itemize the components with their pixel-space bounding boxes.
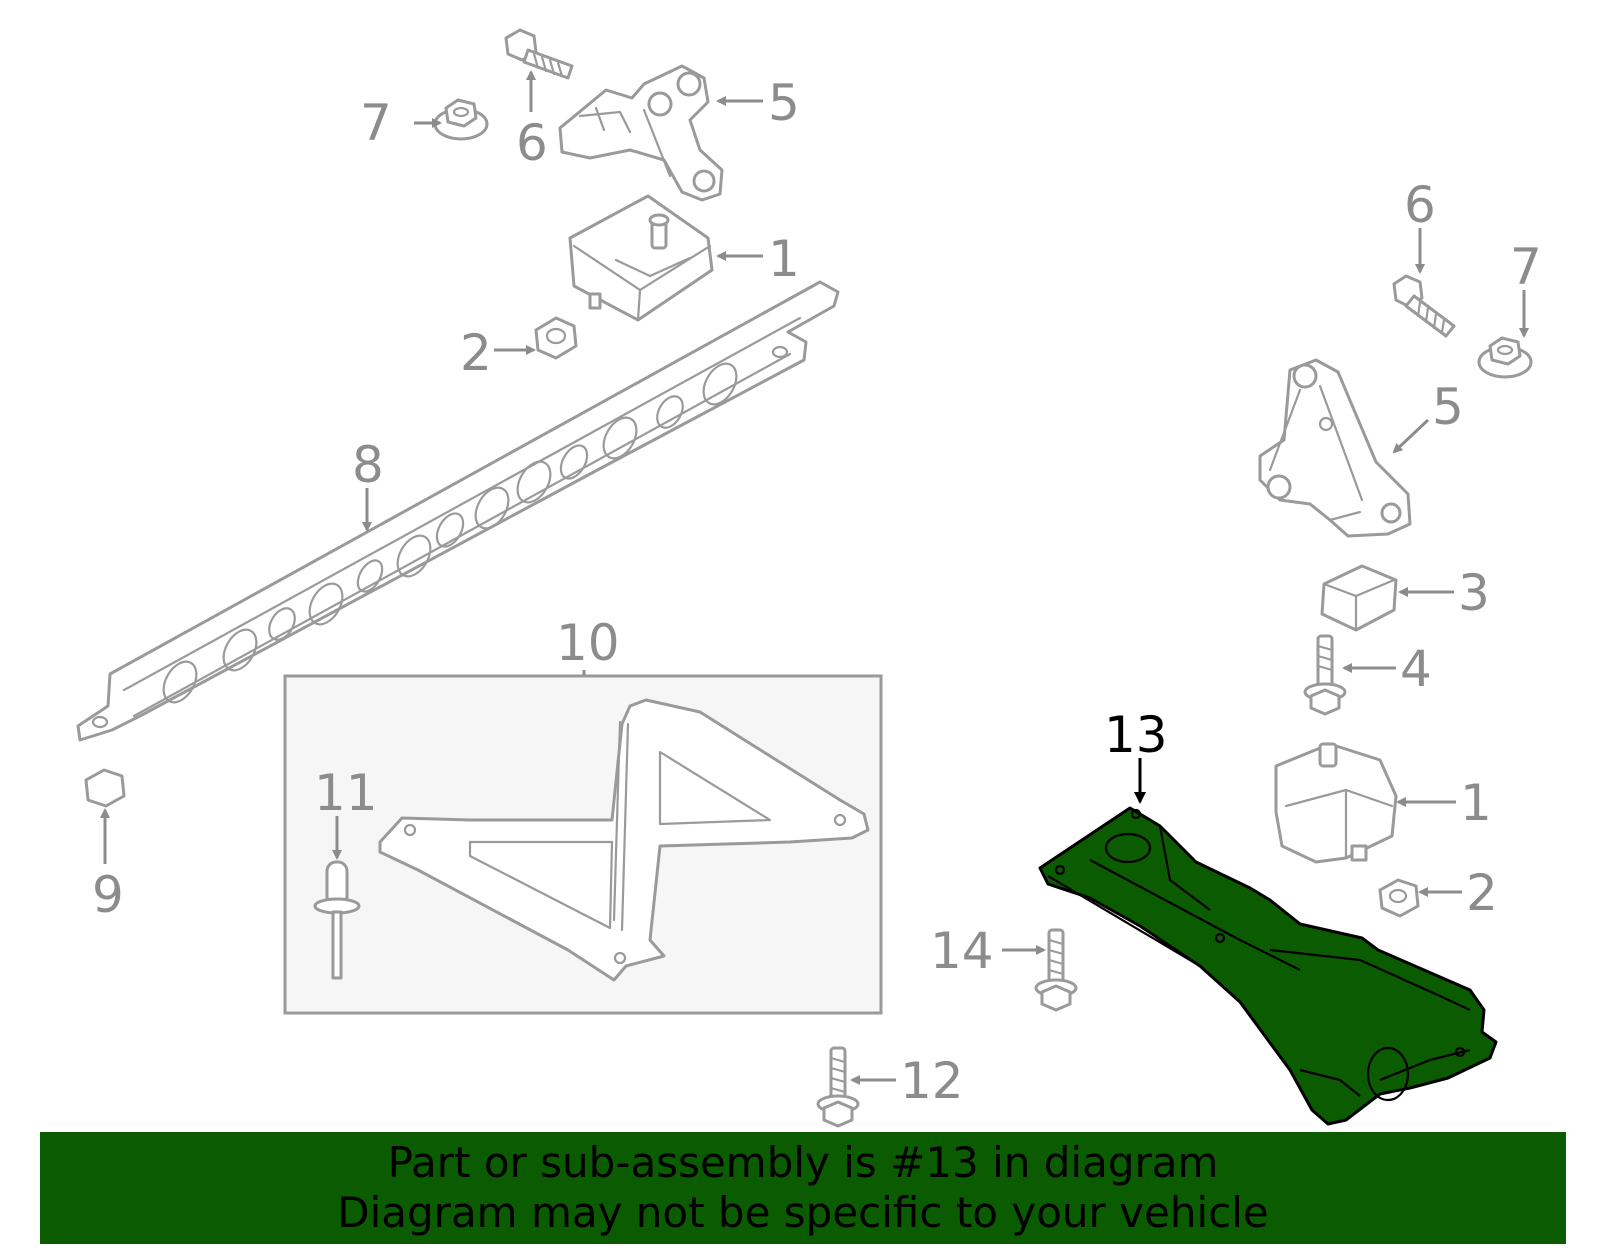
callout-9: 9: [92, 866, 124, 924]
nut-2-upper-left: [534, 316, 578, 360]
callout-7-right: 7: [1510, 238, 1542, 296]
nut-7-right: [1477, 336, 1533, 379]
crossmember-bar-8: [76, 280, 840, 742]
callout-3: 3: [1458, 564, 1490, 622]
callout-14: 14: [930, 922, 994, 980]
callout-1-right: 1: [1460, 774, 1492, 832]
bolt-6-upper-left: [504, 28, 574, 80]
callout-1-upper-left: 1: [768, 230, 800, 288]
callout-6-right: 6: [1404, 176, 1436, 234]
callout-2-upper-left: 2: [460, 324, 492, 382]
bolt-6-right: [1392, 274, 1456, 338]
callout-11: 11: [314, 764, 378, 822]
bushing-3: [1320, 564, 1398, 632]
callout-12: 12: [900, 1052, 964, 1110]
nut-2-right: [1378, 878, 1420, 918]
callout-7-upper-left: 7: [360, 94, 392, 152]
engine-mount-1-upper-left: [568, 194, 714, 322]
banner-line-2: Diagram may not be specific to your vehi…: [337, 1188, 1269, 1237]
callout-2-right: 2: [1466, 864, 1498, 922]
bolt-14: [1034, 928, 1078, 1012]
mount-bracket-5-upper-left: [558, 64, 724, 202]
skid-plate-10: [378, 698, 870, 982]
callout-10: 10: [556, 614, 620, 672]
callout-5-upper-left: 5: [768, 74, 800, 132]
callout-4: 4: [1400, 640, 1432, 698]
info-banner: Part or sub-assembly is #13 in diagram D…: [40, 1132, 1566, 1244]
mount-bracket-5-right: [1258, 358, 1412, 538]
banner-line-1: Part or sub-assembly is #13 in diagram: [387, 1138, 1219, 1187]
callout-6-upper-left: 6: [516, 114, 548, 172]
callout-5-right: 5: [1432, 378, 1464, 436]
nut-7-upper-left: [433, 98, 489, 141]
nut-9: [84, 768, 126, 808]
bolt-4: [1303, 634, 1347, 716]
bolt-12: [816, 1046, 860, 1128]
engine-mount-1-right: [1274, 742, 1398, 864]
rivet-11: [313, 860, 361, 980]
transmission-crossmember-13: [1038, 806, 1498, 1126]
callout-8: 8: [352, 436, 384, 494]
callout-13: 13: [1104, 706, 1168, 764]
